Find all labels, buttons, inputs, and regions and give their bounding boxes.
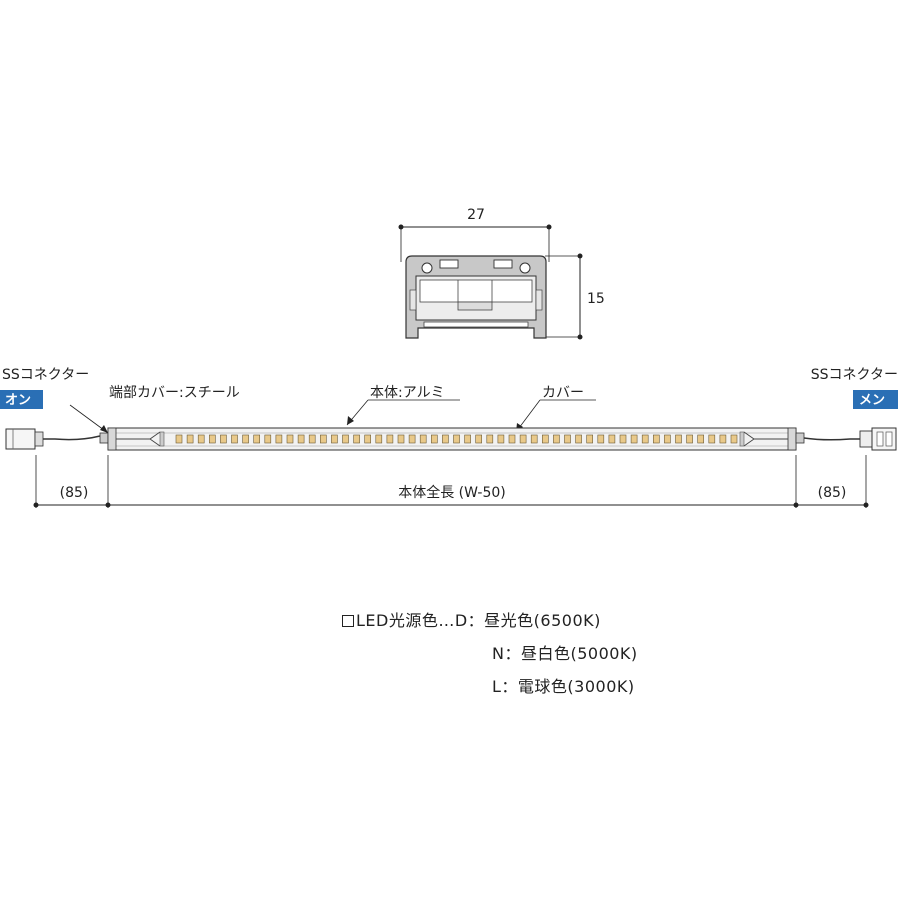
led-chip — [564, 434, 571, 444]
led-chip — [408, 434, 416, 444]
led-chip — [386, 434, 394, 444]
legend-row1-prefix: LED光源色…D： — [356, 611, 485, 630]
led-chip — [453, 434, 460, 444]
led-chip — [419, 434, 427, 444]
led-chip — [530, 434, 538, 444]
cross-section: 27 15 — [398, 207, 605, 340]
body-label: 本体:アルミ — [370, 385, 445, 401]
aluminium-profile — [405, 255, 547, 339]
length-dimensions: (85) 本体全長 (W-50) (85) — [33, 455, 869, 508]
total-length-label: 本体全長 (W-50) — [398, 484, 506, 501]
led-chip — [719, 434, 727, 444]
led-chip — [553, 434, 560, 444]
led-chip — [664, 434, 671, 444]
led-chip — [497, 434, 505, 444]
legend-row-warm: L：電球色(3000K) — [492, 677, 635, 696]
led-chip — [630, 434, 638, 444]
led-chip — [209, 434, 216, 444]
led-chip — [442, 434, 449, 444]
color-temperature-legend: LED光源色…D：昼光色(6500K) N：昼白色(5000K) L：電球色(3… — [342, 604, 638, 703]
led-chip — [297, 434, 305, 444]
led-chip — [464, 434, 471, 444]
led-chip — [353, 434, 360, 444]
left-connector-badge — [0, 390, 43, 409]
led-chip — [519, 434, 527, 444]
legend-row-daylight: LED光源色…D：昼光色(6500K) — [342, 604, 638, 637]
led-chip — [541, 434, 549, 444]
led-chip — [686, 434, 693, 444]
led-chip — [608, 434, 616, 444]
right-offset-label: (85) — [818, 485, 847, 501]
led-chip — [375, 434, 383, 444]
right-connector-badge-label: メン — [859, 393, 885, 408]
led-chip — [486, 434, 494, 444]
led-chip — [220, 434, 227, 444]
led-chip — [319, 434, 327, 444]
left-connector-label-group: SSコネクター オン — [0, 367, 89, 409]
left-offset-label: (85) — [60, 485, 89, 501]
end-cover-right — [787, 427, 797, 451]
led-chip — [308, 434, 316, 444]
led-chip — [286, 434, 294, 444]
led-chip — [397, 434, 405, 444]
right-connector-label-group: SSコネクター メン — [811, 367, 898, 409]
checkbox-icon — [342, 615, 354, 627]
led-chip — [331, 434, 338, 444]
left-connector-label: SSコネクター — [2, 367, 89, 383]
led-chip — [186, 434, 194, 444]
led-chip — [475, 434, 483, 444]
led-chip — [275, 434, 283, 444]
led-chip — [675, 434, 682, 444]
end-cover-label: 端部カバー:スチール — [109, 385, 240, 401]
fixture — [5, 427, 897, 451]
led-chip — [619, 434, 627, 444]
left-connector-badge-label: オン — [5, 393, 31, 408]
led-chip — [508, 434, 516, 444]
led-strip — [175, 434, 738, 444]
led-chip — [342, 434, 349, 444]
led-chip — [586, 434, 594, 444]
led-chip — [708, 434, 716, 444]
led-chip — [597, 434, 605, 444]
right-connector-plug — [795, 427, 897, 451]
end-cover-annotation: 端部カバー:スチール — [69, 385, 240, 434]
left-connector-plug — [5, 428, 109, 450]
right-connector-badge — [853, 390, 898, 409]
led-chip — [430, 434, 438, 444]
right-connector-label: SSコネクター — [811, 367, 898, 383]
led-chip — [697, 434, 705, 444]
section-width-label: 27 — [467, 207, 485, 223]
end-cover-left — [107, 427, 117, 451]
led-chip — [231, 434, 238, 444]
body-annotation: 本体:アルミ — [346, 385, 460, 426]
led-chip — [730, 434, 738, 444]
cover-label: カバー — [542, 385, 584, 401]
cover-annotation: カバー — [515, 385, 596, 433]
led-chip — [242, 434, 249, 444]
led-chip — [175, 434, 183, 444]
led-chip — [641, 434, 649, 444]
led-chip — [575, 434, 582, 444]
led-chip — [652, 434, 660, 444]
led-chip — [264, 434, 272, 444]
led-chip — [364, 434, 372, 444]
led-chip — [253, 434, 260, 444]
section-height-label: 15 — [587, 291, 605, 307]
legend-row-neutral: N：昼白色(5000K) — [492, 644, 638, 663]
led-chip — [197, 434, 205, 444]
legend-row1-value: 昼光色(6500K) — [484, 611, 601, 630]
